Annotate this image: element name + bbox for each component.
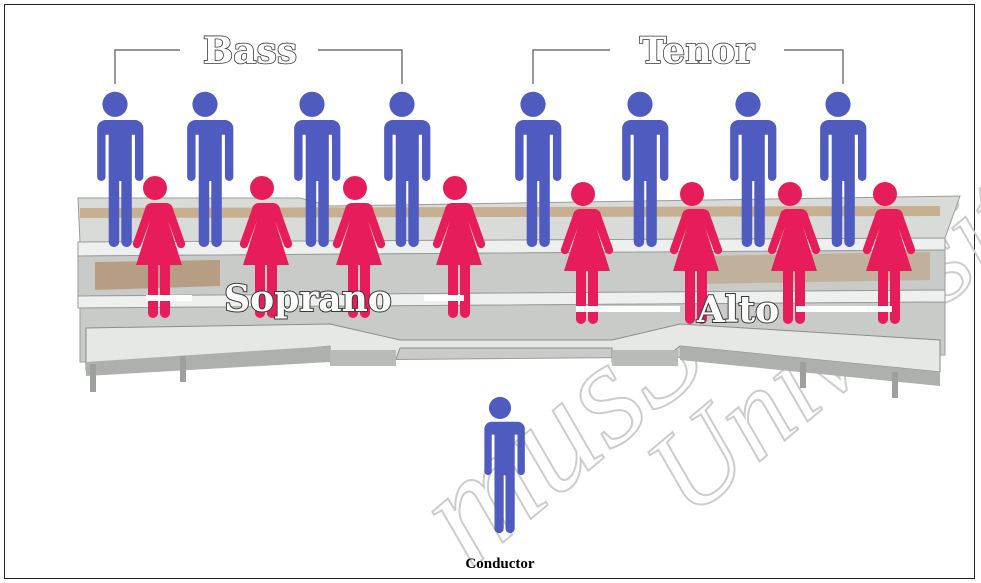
alto-bar-right: [796, 306, 892, 312]
conductor-label: Conductor: [465, 556, 535, 572]
bass-bracket: [114, 49, 403, 84]
choir-risers: [77, 195, 961, 398]
image-frame: [4, 4, 975, 579]
section-underlines: [146, 295, 892, 312]
tenor-bracket: [532, 49, 844, 84]
alto-bar-left: [576, 306, 680, 312]
riser-tier-back: [77, 195, 961, 243]
soprano-bar-right: [424, 295, 464, 301]
soprano-label: Soprano: [224, 278, 392, 320]
section-brackets: [114, 49, 844, 84]
alto-label: Alto: [696, 289, 779, 331]
bass-label: Bass: [203, 30, 297, 72]
soprano-bar-left: [146, 295, 192, 301]
tenor-label: Tenor: [640, 30, 756, 72]
